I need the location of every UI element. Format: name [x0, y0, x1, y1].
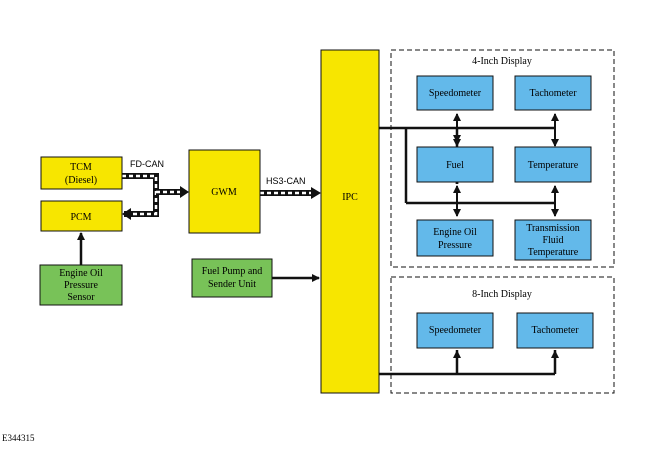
- svg-text:Pressure: Pressure: [438, 240, 472, 251]
- speedometer-8-inch: Speedometer: [416, 312, 494, 349]
- display-8-inch-frame: [390, 276, 615, 394]
- svg-text:Engine Oil: Engine Oil: [59, 268, 103, 279]
- hs3-can-label: HS3-CAN: [266, 176, 306, 186]
- svg-text:Fluid: Fluid: [542, 235, 563, 246]
- gwm-module: GWM: [188, 149, 261, 234]
- transmission-fluid-temperature-gauge: Transmission Fluid Temperature: [514, 219, 592, 261]
- engine-oil-pressure-gauge: Engine Oil Pressure: [416, 219, 494, 257]
- svg-text:Pressure: Pressure: [64, 280, 98, 291]
- hs3-can-bus: [260, 187, 321, 199]
- svg-text:PCM: PCM: [70, 212, 91, 223]
- speedometer-4-inch: Speedometer: [416, 75, 494, 111]
- engine-oil-pressure-sensor: Engine Oil Pressure Sensor: [39, 264, 123, 306]
- arrows-8-inch: [453, 350, 559, 372]
- svg-text:Tachometer: Tachometer: [531, 325, 579, 336]
- pcm-module: PCM: [40, 200, 123, 232]
- svg-text:TCM: TCM: [70, 162, 92, 173]
- tachometer-4-inch: Tachometer: [514, 75, 592, 111]
- svg-text:Speedometer: Speedometer: [429, 325, 482, 336]
- tcm-module: TCM (Diesel): [40, 156, 123, 190]
- ipc-8-inch-wiring: [379, 350, 557, 376]
- svg-text:Tachometer: Tachometer: [529, 88, 577, 99]
- display-4-inch-frame: [390, 49, 615, 268]
- svg-text:IPC: IPC: [342, 192, 358, 203]
- display-4-inch-title: 4-Inch Display: [472, 56, 532, 67]
- svg-text:Fuel Pump and: Fuel Pump and: [202, 266, 263, 277]
- svg-text:Temperature: Temperature: [528, 247, 579, 258]
- fuel-pump-sender-unit: Fuel Pump and Sender Unit: [191, 258, 273, 298]
- svg-text:Sender Unit: Sender Unit: [208, 279, 256, 290]
- tachometer-8-inch: Tachometer: [516, 312, 594, 349]
- display-8-inch-title: 8-Inch Display: [472, 289, 532, 300]
- fd-can-bus: [122, 173, 189, 220]
- svg-text:Sensor: Sensor: [67, 292, 95, 303]
- svg-text:Fuel: Fuel: [446, 160, 464, 171]
- figure-id: E344315: [2, 433, 35, 443]
- svg-text:Speedometer: Speedometer: [429, 88, 482, 99]
- connector-arrows: [453, 113, 559, 217]
- svg-text:Temperature: Temperature: [528, 160, 579, 171]
- svg-text:Engine Oil: Engine Oil: [433, 227, 477, 238]
- temperature-gauge: Temperature: [514, 146, 592, 183]
- svg-text:Transmission: Transmission: [526, 223, 580, 234]
- fuel-gauge: Fuel: [416, 146, 494, 183]
- ipc-module: IPC: [320, 49, 380, 394]
- fd-can-label: FD-CAN: [130, 159, 164, 169]
- svg-text:GWM: GWM: [211, 187, 237, 198]
- svg-text:(Diesel): (Diesel): [65, 175, 97, 186]
